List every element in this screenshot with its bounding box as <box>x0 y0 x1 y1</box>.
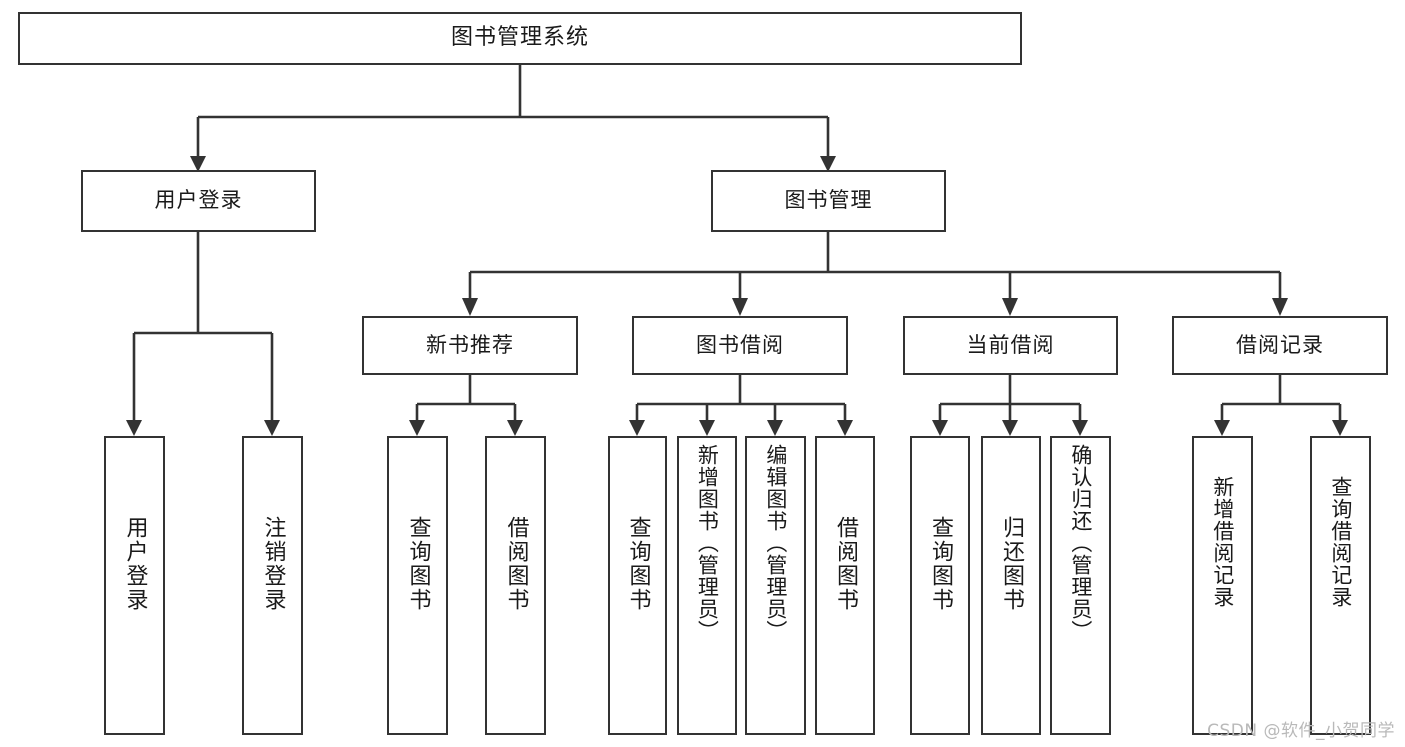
node-root-system[interactable]: 图书管理系统 <box>18 12 1022 65</box>
leaf-borrow-book-borrow[interactable]: 借阅图书 <box>815 436 875 735</box>
node-label: 借阅图书 <box>832 516 858 612</box>
node-label: 当前借阅 <box>966 332 1055 357</box>
leaf-logout[interactable]: 注销登录 <box>242 436 303 735</box>
node-label: 编辑图书（管理员） <box>763 444 788 642</box>
leaf-add-borrow-record[interactable]: 新增借阅记录 <box>1192 436 1253 735</box>
leaf-add-book-admin[interactable]: 新增图书（管理员） <box>677 436 737 735</box>
node-label: 用户登录 <box>122 516 148 612</box>
node-book-management[interactable]: 图书管理 <box>711 170 946 232</box>
leaf-return-book[interactable]: 归还图书 <box>981 436 1041 735</box>
leaf-query-book-current[interactable]: 查询图书 <box>910 436 970 735</box>
node-label: 新书推荐 <box>426 332 514 357</box>
leaf-user-login[interactable]: 用户登录 <box>104 436 165 735</box>
node-new-book-recommend[interactable]: 新书推荐 <box>362 316 578 375</box>
leaf-edit-book-admin[interactable]: 编辑图书（管理员） <box>745 436 806 735</box>
node-label: 查询图书 <box>927 516 953 612</box>
node-book-borrow[interactable]: 图书借阅 <box>632 316 848 375</box>
node-label: 借阅记录 <box>1236 332 1324 357</box>
node-label: 确认归还（管理员） <box>1068 444 1093 642</box>
node-borrow-record[interactable]: 借阅记录 <box>1172 316 1388 375</box>
node-label: 借阅图书 <box>503 516 529 612</box>
node-label: 注销登录 <box>260 516 286 612</box>
node-label: 图书管理 <box>784 188 873 213</box>
leaf-borrow-book-recommend[interactable]: 借阅图书 <box>485 436 546 735</box>
node-label: 用户登录 <box>154 188 243 213</box>
leaf-query-borrow-record[interactable]: 查询借阅记录 <box>1310 436 1371 735</box>
node-user-login[interactable]: 用户登录 <box>81 170 316 232</box>
node-label: 归还图书 <box>998 516 1024 612</box>
node-label: 新增图书（管理员） <box>695 444 720 642</box>
leaf-query-book-borrow[interactable]: 查询图书 <box>608 436 667 735</box>
node-label: 查询借阅记录 <box>1328 476 1353 608</box>
leaf-query-book-recommend[interactable]: 查询图书 <box>387 436 448 735</box>
node-label: 图书管理系统 <box>450 25 589 51</box>
watermark: CSDN @软件_小贺同学 <box>1207 721 1395 741</box>
node-current-borrow[interactable]: 当前借阅 <box>903 316 1118 375</box>
leaf-confirm-return-admin[interactable]: 确认归还（管理员） <box>1050 436 1111 735</box>
node-label: 查询图书 <box>405 516 431 612</box>
node-label: 新增借阅记录 <box>1210 476 1235 608</box>
node-label: 图书借阅 <box>696 332 784 357</box>
node-label: 查询图书 <box>625 516 651 612</box>
